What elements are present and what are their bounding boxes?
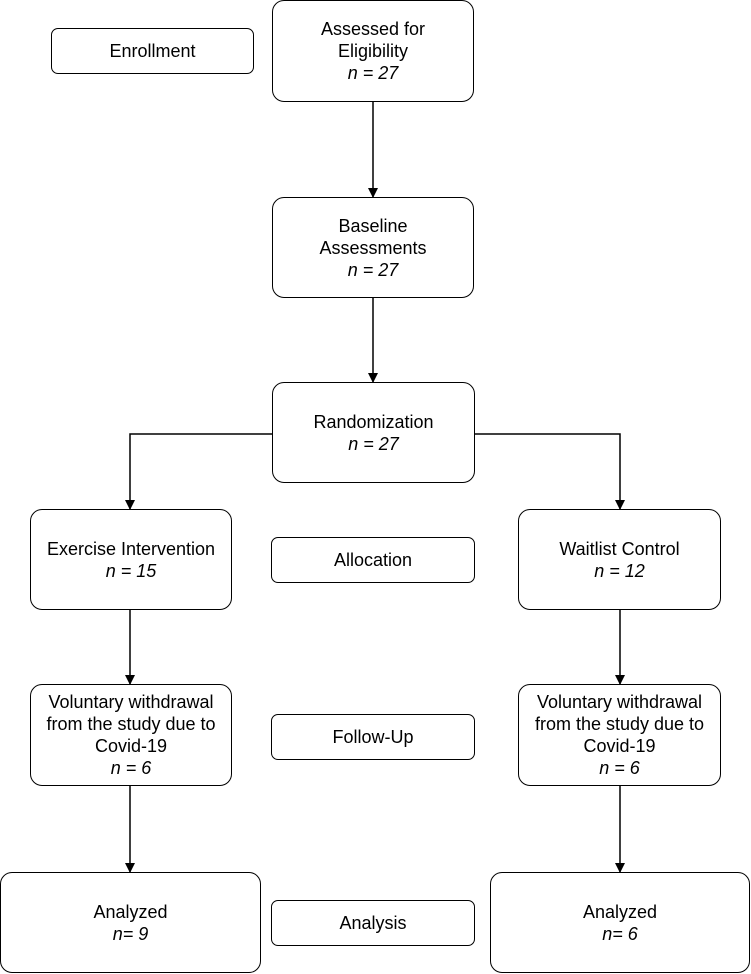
stage-follow-up-label: Follow-Up: [332, 727, 414, 747]
assessed-count: n = 27: [347, 63, 399, 83]
withdrawal-right-line3: Covid-19: [583, 736, 656, 756]
analyzed-right-title: Analyzed: [582, 901, 658, 922]
withdrawal-left-line3: Covid-19: [94, 736, 168, 756]
stage-follow-up: Follow-Up: [271, 714, 475, 760]
baseline-line1: Baseline: [338, 215, 408, 236]
randomization-title: Randomization: [313, 411, 434, 432]
randomization-count: n = 27: [348, 433, 399, 454]
withdrawal-left-line1: Voluntary withdrawal: [48, 692, 214, 712]
assessed-line1: Assessed for: [320, 19, 426, 39]
waitlist-title: Waitlist Control: [559, 538, 680, 559]
baseline-box: Baseline Assessments n = 27: [272, 197, 474, 298]
analyzed-left-box: Analyzed n= 9: [0, 872, 261, 973]
waitlist-count: n = 12: [594, 560, 645, 581]
analyzed-left-title: Analyzed: [93, 901, 168, 922]
withdrawal-left-count: n = 6: [110, 758, 152, 778]
withdrawal-left-box: Voluntary withdrawal from the study due …: [30, 684, 232, 786]
stage-analysis-label: Analysis: [339, 913, 407, 933]
waitlist-box: Waitlist Control n = 12: [518, 509, 721, 610]
arrow-randomization-to-waitlist: [475, 433, 625, 510]
withdrawal-right-line1: Voluntary withdrawal: [536, 692, 703, 712]
baseline-count: n = 27: [347, 259, 399, 280]
stage-allocation: Allocation: [271, 537, 475, 583]
stage-enrollment: Enrollment: [51, 28, 254, 74]
stage-allocation-label: Allocation: [333, 550, 413, 570]
arrow-randomization-to-exercise: [125, 433, 272, 510]
analyzed-left-count: n= 9: [112, 923, 149, 944]
stage-enrollment-label: Enrollment: [109, 41, 196, 61]
withdrawal-left-line2: from the study due to: [46, 714, 216, 734]
exercise-box: Exercise Intervention n = 15: [30, 509, 232, 610]
stage-analysis: Analysis: [271, 900, 475, 946]
withdrawal-right-box: Voluntary withdrawal from the study due …: [518, 684, 721, 786]
exercise-title: Exercise Intervention: [46, 538, 216, 559]
exercise-count: n = 15: [105, 560, 157, 581]
withdrawal-right-line2: from the study due to: [534, 714, 705, 734]
analyzed-right-count: n= 6: [602, 923, 638, 944]
assessed-box: Assessed for Eligibility n = 27: [272, 0, 474, 102]
analyzed-right-box: Analyzed n= 6: [490, 872, 750, 973]
baseline-line2: Assessments: [319, 237, 427, 258]
withdrawal-right-count: n = 6: [599, 758, 640, 778]
assessed-line2: Eligibility: [337, 41, 409, 61]
randomization-box: Randomization n = 27: [272, 382, 475, 483]
